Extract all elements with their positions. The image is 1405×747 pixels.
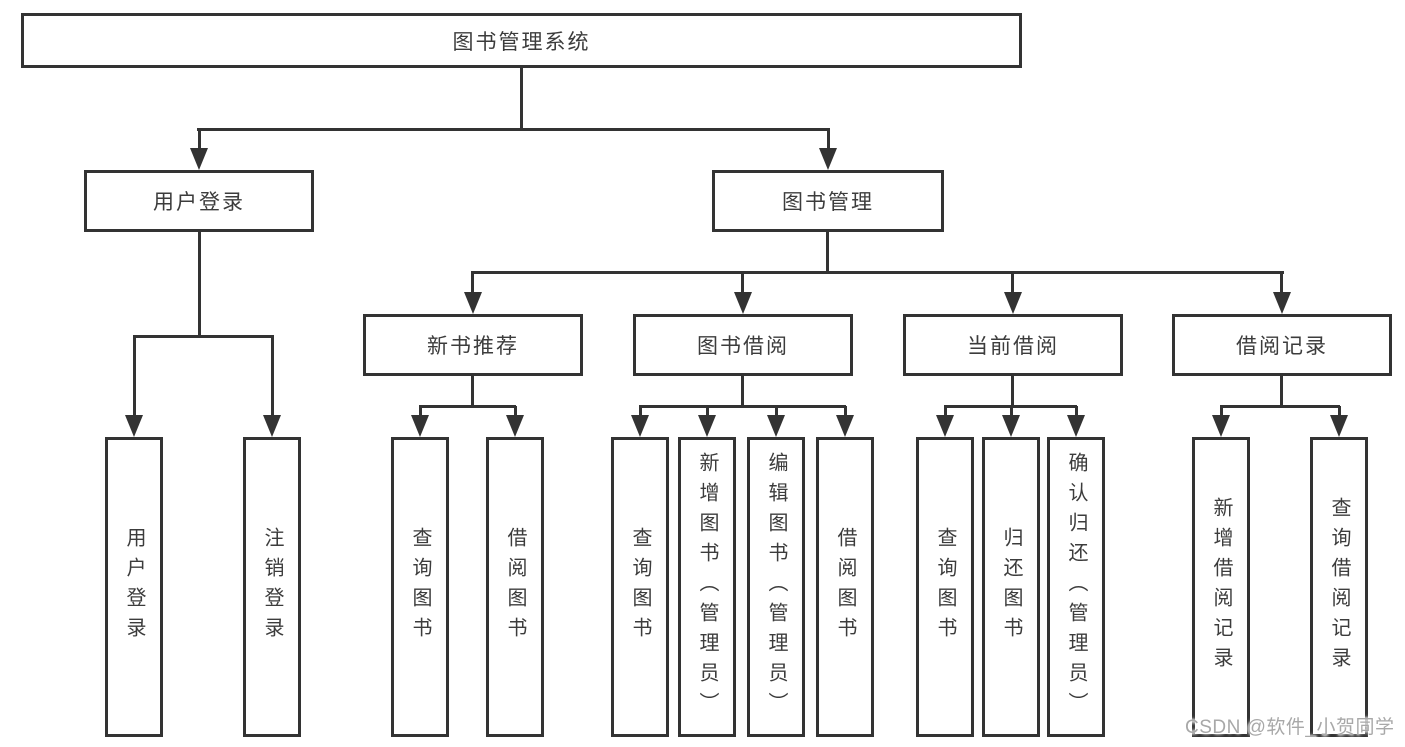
leaf-add-books-admin: 新增图书（管理员） (678, 437, 736, 737)
leaf-user-login: 用户登录 (105, 437, 163, 737)
leaf-edit-books-admin: 编辑图书（管理员） (747, 437, 805, 737)
leaf-confirm-return-admin: 确认归还（管理员） (1047, 437, 1105, 737)
node-current-borrowing: 当前借阅 (903, 314, 1123, 376)
node-borrowing-records: 借阅记录 (1172, 314, 1392, 376)
leaf-rec-borrow-books-label: 借阅图书 (504, 527, 526, 647)
leaf-borrow-borrow-books: 借阅图书 (816, 437, 874, 737)
leaf-return-books: 归还图书 (982, 437, 1040, 737)
connector-level2-hline (197, 128, 830, 131)
leaf-logout: 注销登录 (243, 437, 301, 737)
connector-level3-hline (471, 271, 1284, 274)
arrowhead-icon (190, 148, 208, 170)
connector-current-stem (1011, 376, 1014, 407)
arrowhead-icon (767, 415, 785, 437)
connector-root-stem (520, 68, 523, 130)
connector-borrowing-stem (741, 376, 744, 407)
leaf-query-borrow-record-label: 查询借阅记录 (1328, 497, 1350, 677)
leaf-add-books-admin-label: 新增图书（管理员） (696, 452, 718, 722)
connector-user-login-stem (198, 232, 201, 337)
connector-arrow-stem (706, 406, 709, 417)
connector-arrow-stem (271, 336, 274, 415)
node-book-management-label: 图书管理 (782, 191, 874, 214)
leaf-rec-borrow-books: 借阅图书 (486, 437, 544, 737)
connector-user-login-hline (133, 335, 274, 338)
connector-arrow-stem (741, 272, 744, 292)
connector-arrow-stem (1220, 406, 1223, 417)
arrowhead-icon (836, 415, 854, 437)
node-new-book-recommend: 新书推荐 (363, 314, 583, 376)
arrowhead-icon (1067, 415, 1085, 437)
arrowhead-icon (819, 148, 837, 170)
arrowhead-icon (698, 415, 716, 437)
leaf-query-borrow-record: 查询借阅记录 (1310, 437, 1368, 737)
connector-arrow-stem (1338, 406, 1341, 417)
arrowhead-icon (506, 415, 524, 437)
node-root-label: 图书管理系统 (452, 30, 591, 54)
leaf-logout-label: 注销登录 (261, 527, 283, 647)
connector-arrow-stem (514, 406, 517, 417)
connector-arrow-stem (827, 129, 830, 148)
node-current-borrowing-label: 当前借阅 (967, 335, 1059, 358)
node-borrowing-records-label: 借阅记录 (1236, 335, 1328, 358)
csdn-watermark: CSDN @软件_小贺同学 (1185, 717, 1395, 738)
connector-arrow-stem (198, 129, 201, 148)
leaf-add-borrow-record-label: 新增借阅记录 (1210, 497, 1232, 677)
connector-book-mgmt-stem (826, 232, 829, 273)
leaf-return-books-label: 归还图书 (1000, 527, 1022, 647)
node-book-management: 图书管理 (712, 170, 944, 232)
connector-arrow-stem (639, 406, 642, 417)
connector-arrow-stem (1011, 272, 1014, 292)
arrowhead-icon (1330, 415, 1348, 437)
connector-arrow-stem (1075, 406, 1078, 417)
node-new-book-recommend-label: 新书推荐 (427, 335, 519, 358)
leaf-cur-query-books: 查询图书 (916, 437, 974, 737)
leaf-cur-query-books-label: 查询图书 (934, 527, 956, 647)
arrowhead-icon (125, 415, 143, 437)
connector-arrow-stem (1280, 272, 1283, 292)
connector-arrow-stem (775, 406, 778, 417)
connector-records-stem (1280, 376, 1283, 407)
connector-records-hline (1220, 405, 1340, 408)
arrowhead-icon (734, 292, 752, 314)
connector-arrow-stem (471, 272, 474, 292)
leaf-add-borrow-record: 新增借阅记录 (1192, 437, 1250, 737)
connector-arrow-stem (133, 336, 136, 415)
connector-recommend-hline (419, 405, 516, 408)
leaf-edit-books-admin-label: 编辑图书（管理员） (765, 452, 787, 722)
leaf-confirm-return-admin-label: 确认归还（管理员） (1065, 452, 1087, 722)
connector-arrow-stem (944, 406, 947, 417)
leaf-borrow-borrow-books-label: 借阅图书 (834, 527, 856, 647)
arrowhead-icon (1004, 292, 1022, 314)
connector-arrow-stem (1010, 406, 1013, 417)
arrowhead-icon (936, 415, 954, 437)
arrowhead-icon (1212, 415, 1230, 437)
node-user-login-label: 用户登录 (153, 191, 245, 214)
arrowhead-icon (1002, 415, 1020, 437)
connector-arrow-stem (419, 406, 422, 417)
leaf-rec-query-books-label: 查询图书 (409, 527, 431, 647)
arrowhead-icon (464, 292, 482, 314)
leaf-borrow-query-books: 查询图书 (611, 437, 669, 737)
arrowhead-icon (631, 415, 649, 437)
arrowhead-icon (263, 415, 281, 437)
connector-borrowing-hline (639, 405, 846, 408)
node-book-borrowing: 图书借阅 (633, 314, 853, 376)
leaf-user-login-label: 用户登录 (123, 527, 145, 647)
node-root: 图书管理系统 (21, 13, 1022, 68)
leaf-borrow-query-books-label: 查询图书 (629, 527, 651, 647)
node-book-borrowing-label: 图书借阅 (697, 335, 789, 358)
arrowhead-icon (1273, 292, 1291, 314)
leaf-rec-query-books: 查询图书 (391, 437, 449, 737)
connector-recommend-stem (471, 376, 474, 407)
connector-arrow-stem (844, 406, 847, 417)
arrowhead-icon (411, 415, 429, 437)
node-user-login: 用户登录 (84, 170, 314, 232)
